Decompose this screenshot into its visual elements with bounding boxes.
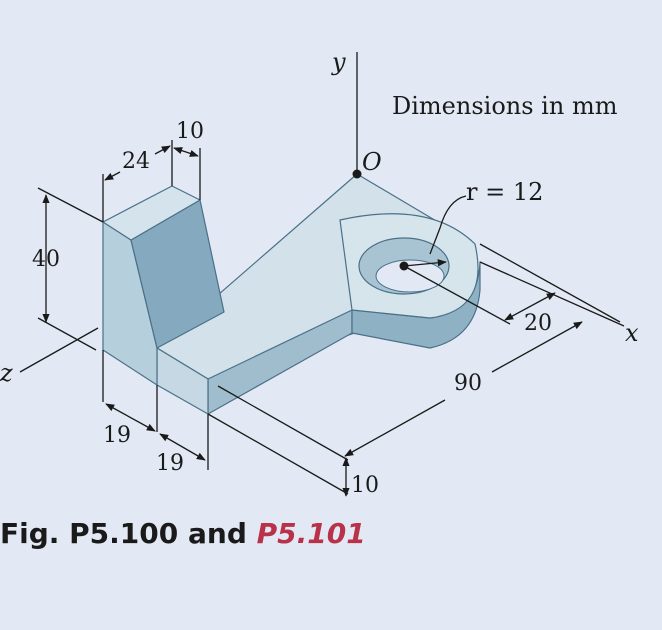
label-20: 20 [524,311,552,336]
dimension-labels: 40 24 10 19 19 10 90 20 r = 12 Dimension… [32,92,618,498]
ext-20-hole [403,265,511,325]
dimension-lines [37,140,621,497]
dim-19a-arrow [105,403,156,432]
label-40: 40 [32,247,60,272]
dim-10-arrow [173,147,199,157]
label-19b: 19 [156,451,184,476]
origin-point [352,169,362,179]
bracket-solid [102,173,481,415]
ext-10b [207,413,349,495]
dim-24-arrow-right [154,145,171,155]
dim-90-arrow-a [344,399,446,457]
dim-90-arrow-b [491,321,583,373]
label-10-top: 10 [176,119,204,144]
dim-20-arrow [504,292,556,321]
radius-arrow [403,259,447,267]
hole-inner [375,259,445,293]
caption-prefix: Fig. P5.100 and [0,517,257,550]
ext-90-front [217,385,349,461]
dim-19b-arrow [159,433,206,461]
figure-caption: Fig. P5.100 and P5.101 [0,517,366,550]
label-19a: 19 [103,423,131,448]
z-axis-label: z [0,359,13,387]
units-note: Dimensions in mm [392,92,618,120]
ext-40-top [37,187,104,223]
ext-40-bottom [37,317,97,351]
radius-leader [429,195,467,255]
z-axis-line [19,327,99,373]
ext-90-right [479,243,621,323]
radius-label: r = 12 [466,178,543,206]
dim-24-arrow-left [104,171,121,181]
origin-label: O [362,148,382,176]
label-24: 24 [122,149,150,174]
x-axis-label: x [625,319,639,347]
label-90: 90 [454,371,482,396]
y-axis-label: y [331,48,346,76]
axes: y O x z [0,48,639,387]
label-10-bottom: 10 [351,473,379,498]
caption-highlight: P5.101 [257,517,366,550]
